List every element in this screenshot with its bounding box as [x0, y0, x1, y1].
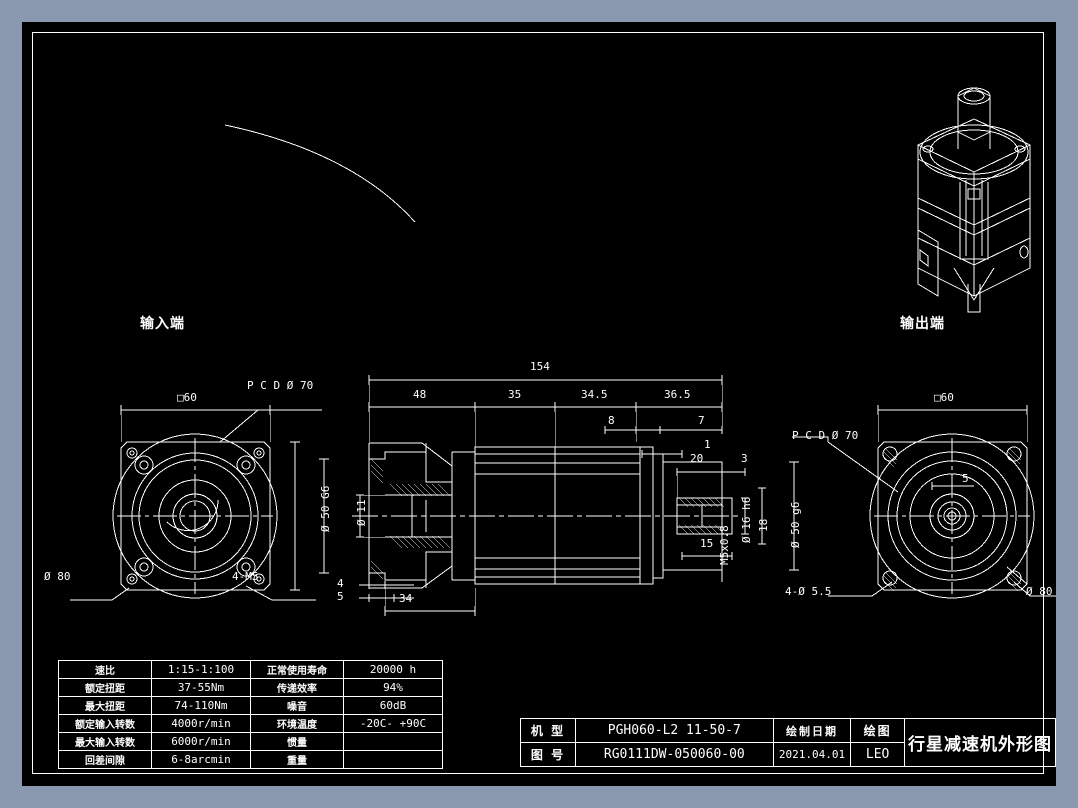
table-row: 最大输入转数 6000r/min 惯量 — [58, 732, 443, 751]
spec-value: 60dB — [343, 696, 443, 715]
drawn-by-key: 绘图 — [850, 718, 905, 743]
drawn-by-value: LEO — [850, 742, 905, 767]
model-key: 机 型 — [520, 718, 576, 743]
model-value: PGH060-L2 11-50-7 — [575, 718, 774, 743]
dim-input-bore: Ø 80 — [44, 570, 71, 583]
title-block: 机 型 PGH060-L2 11-50-7 绘制日期 绘图 行星减速机外形图 图… — [520, 718, 1057, 767]
dim-input-square: □60 — [177, 391, 197, 404]
spec-value: 74-110Nm — [151, 696, 251, 715]
dim-sub-8: 8 — [608, 414, 615, 427]
spec-value: 94% — [343, 678, 443, 697]
table-row: 图 号 RG0111DW-050060-00 2021.04.01 LEO — [520, 742, 1056, 767]
date-key: 绘制日期 — [772, 718, 852, 743]
dim-output-shaft: Ø 16 h6 — [740, 496, 753, 543]
cad-sheet: 输入端 输出端 □60 P C D Ø 70 Ø 80 4-M5 154 48 … — [22, 22, 1057, 786]
dim-output-bore: Ø 80 — [1026, 585, 1053, 598]
dim-input-pilot: Ø 50 G6 — [319, 485, 332, 532]
dim-input-shaft: Ø 11 — [355, 499, 368, 527]
dim-tap-m5: M5x0.8 — [718, 525, 731, 565]
dim-flange-5: 5 — [337, 590, 344, 603]
input-end-view — [70, 405, 322, 601]
spec-value: 6-8arcmin — [151, 750, 251, 769]
spec-value: 1:15-1:100 — [151, 660, 251, 679]
cad-geometry — [70, 87, 1056, 616]
callout-output-bolts: 4-Ø 5.5 — [785, 585, 832, 598]
isometric-view — [917, 87, 1031, 313]
dim-output-pcd: P C D Ø 70 — [792, 429, 859, 442]
drawing-no-value: RG0111DW-050060-00 — [575, 742, 774, 767]
output-end-view — [792, 405, 1056, 599]
dim-seg-35: 35 — [508, 388, 522, 401]
specification-table: 速比 1:15-1:100 正常使用寿命 20000 h 额定扭距 37-55N… — [58, 660, 443, 769]
spec-key: 惯量 — [250, 732, 344, 751]
dim-seg-36-5: 36.5 — [664, 388, 691, 401]
dim-seg-34-5: 34.5 — [581, 388, 608, 401]
spec-key: 速比 — [58, 660, 152, 679]
dim-flange-4: 4 — [337, 577, 344, 590]
spec-key: 正常使用寿命 — [250, 660, 344, 679]
output-end-label: 输出端 — [900, 316, 945, 332]
spec-value — [343, 732, 443, 751]
spec-key: 最大输入转数 — [58, 732, 152, 751]
table-row: 额定输入转数 4000r/min 环境温度 -20C- +90C — [58, 714, 443, 733]
spec-value: -20C- +90C — [343, 714, 443, 733]
table-row: 额定扭距 37-55Nm 传递效率 94% — [58, 678, 443, 697]
spec-key: 环境温度 — [250, 714, 344, 733]
dim-input-flange-len: 34 — [399, 592, 413, 605]
spec-key: 额定扭距 — [58, 678, 152, 697]
spec-key: 最大扭距 — [58, 696, 152, 715]
sheet-border — [32, 32, 1044, 774]
section-view — [319, 375, 799, 616]
dim-input-pcd: P C D Ø 70 — [247, 379, 314, 392]
spec-key: 重量 — [250, 750, 344, 769]
drawing-no-key: 图 号 — [520, 742, 576, 767]
date-value: 2021.04.01 — [772, 742, 852, 767]
table-row: 速比 1:15-1:100 正常使用寿命 20000 h — [58, 660, 443, 679]
dim-sub-1: 1 — [704, 438, 711, 451]
dim-detail-20: 20 — [690, 452, 704, 465]
dim-seg-48: 48 — [413, 388, 427, 401]
spec-value: 20000 h — [343, 660, 443, 679]
dim-output-pilot: Ø 50 g6 — [789, 501, 802, 548]
stray-arc — [224, 124, 416, 223]
dim-output-square: □60 — [934, 391, 954, 404]
dim-detail-3: 3 — [741, 452, 748, 465]
drawing-title: 行星减速机外形图 — [903, 718, 1057, 767]
spec-key: 传递效率 — [250, 678, 344, 697]
table-row: 机 型 PGH060-L2 11-50-7 绘制日期 绘图 行星减速机外形图 — [520, 718, 1057, 767]
dim-overall-length: 154 — [530, 360, 550, 373]
spec-value — [343, 750, 443, 769]
table-row: 回差间隙 6-8arcmin 重量 — [58, 750, 443, 769]
dim-detail-18: 18 — [757, 518, 770, 532]
title-block-body: 机 型 PGH060-L2 11-50-7 绘制日期 绘图 行星减速机外形图 图… — [520, 718, 1057, 767]
spec-value: 37-55Nm — [151, 678, 251, 697]
spec-table-body: 速比 1:15-1:100 正常使用寿命 20000 h 额定扭距 37-55N… — [58, 660, 443, 769]
dim-output-key: 5 — [962, 472, 969, 485]
spec-key: 额定输入转数 — [58, 714, 152, 733]
callout-input-bolts: 4-M5 — [232, 570, 259, 583]
dim-detail-15: 15 — [700, 537, 714, 550]
spec-value: 4000r/min — [151, 714, 251, 733]
dim-sub-7: 7 — [698, 414, 705, 427]
table-row: 最大扭距 74-110Nm 噪音 60dB — [58, 696, 443, 715]
spec-key: 噪音 — [250, 696, 344, 715]
spec-value: 6000r/min — [151, 732, 251, 751]
input-end-label: 输入端 — [140, 316, 185, 332]
spec-key: 回差间隙 — [58, 750, 152, 769]
